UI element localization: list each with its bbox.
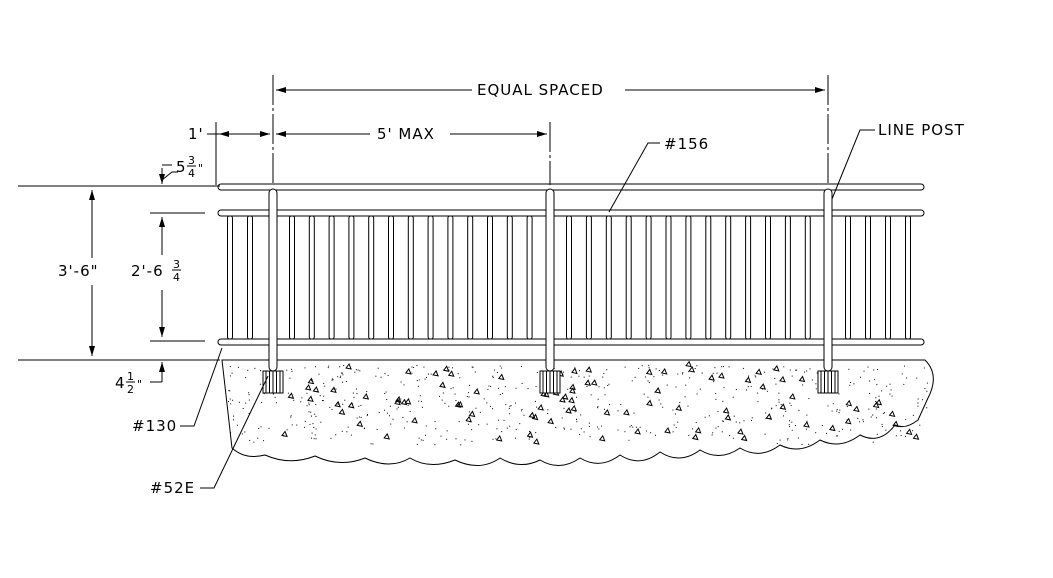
picket [865, 215, 871, 340]
picket [705, 215, 712, 340]
pickets [227, 215, 911, 340]
mid-rail [217, 209, 925, 217]
label-equal-spaced: EQUAL SPACED [477, 81, 604, 99]
svg-text:4: 4 [115, 374, 126, 392]
label-5-3-4: 5 3 4 " [176, 154, 204, 180]
svg-text:3: 3 [188, 154, 196, 167]
picket [328, 215, 335, 340]
picket [407, 215, 414, 340]
svg-text:": " [137, 378, 143, 391]
picket [625, 215, 632, 340]
picket [645, 215, 652, 340]
picket [487, 215, 493, 340]
label-part-130: #130 [132, 417, 177, 435]
picket [308, 215, 315, 340]
picket [804, 215, 811, 340]
picket [585, 215, 592, 340]
picket [885, 215, 891, 340]
picket [845, 215, 851, 340]
picket [289, 215, 295, 340]
label-line-post: LINE POST [878, 121, 965, 139]
bottom-rail [217, 338, 925, 346]
line-post [823, 188, 833, 372]
picket [566, 215, 572, 340]
svg-text:2: 2 [127, 383, 135, 396]
svg-text:1: 1 [127, 370, 135, 383]
picket [765, 215, 771, 340]
picket [685, 215, 692, 340]
picket [665, 215, 672, 340]
picket [247, 215, 253, 340]
picket [605, 215, 612, 340]
picket [447, 215, 454, 340]
picket [526, 215, 533, 340]
svg-text:4: 4 [173, 271, 181, 284]
picket [368, 215, 375, 340]
label-part-156: #156 [664, 135, 709, 153]
label-2-6-3-4: 2'-6 3 4 [131, 258, 181, 284]
picket [348, 215, 355, 340]
post-base-anchor [262, 370, 284, 394]
top-rail [217, 183, 925, 191]
picket [388, 215, 394, 340]
post-base-anchor [539, 370, 561, 394]
dimensions [18, 75, 875, 489]
concrete-base [221, 359, 934, 466]
post-base-anchor [817, 370, 839, 394]
line-post [268, 188, 278, 372]
picket [427, 215, 434, 340]
rails [217, 183, 925, 346]
label-overall-height: 3'-6" [58, 262, 99, 280]
label-4-1-2: 4 1 2 " [115, 370, 143, 396]
svg-text:": " [198, 162, 204, 175]
picket [905, 215, 911, 340]
picket [725, 215, 732, 340]
label-part-52e: #52E [150, 479, 195, 497]
picket [745, 215, 752, 340]
line-post [545, 188, 555, 372]
picket [784, 215, 791, 340]
svg-text:3: 3 [173, 258, 181, 271]
svg-text:4: 4 [188, 167, 196, 180]
label-1ft: 1' [188, 125, 204, 143]
picket [467, 215, 474, 340]
picket [506, 215, 513, 340]
svg-text:2'-6: 2'-6 [131, 262, 164, 280]
picket [227, 215, 233, 340]
svg-text:5: 5 [176, 158, 187, 176]
label-5ft-max: 5' MAX [377, 125, 435, 143]
